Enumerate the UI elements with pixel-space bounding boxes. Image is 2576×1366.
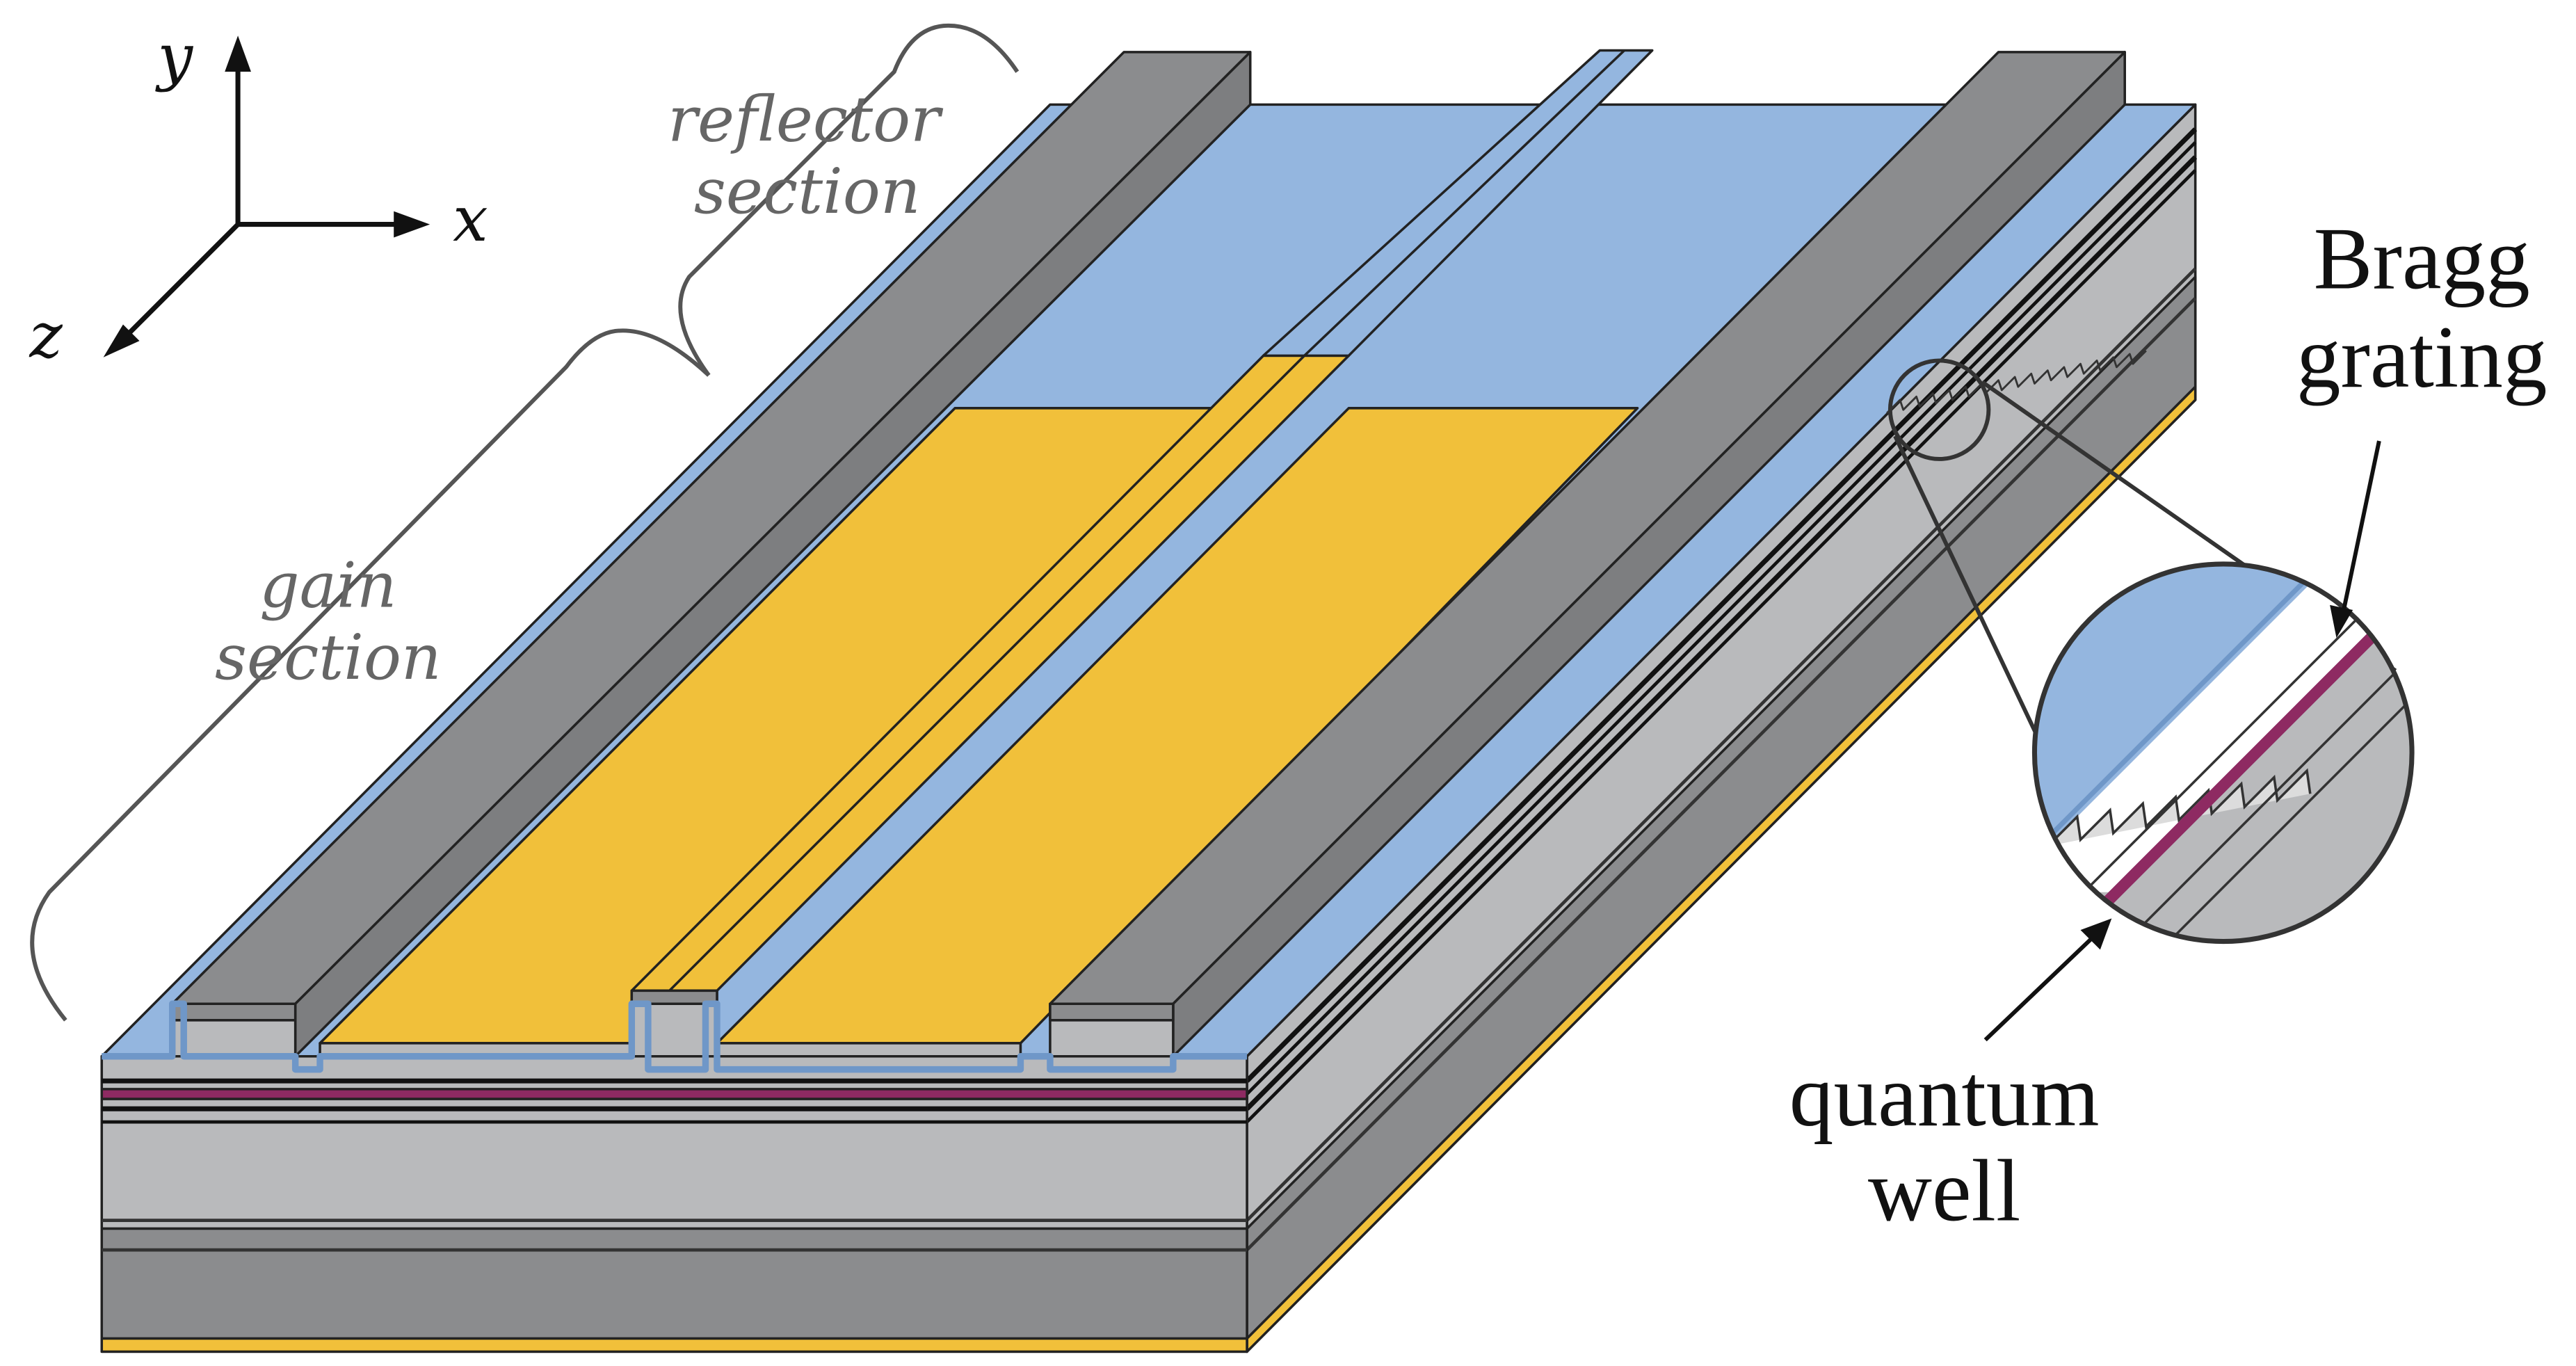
zoom-source-circle [1887,358,1991,461]
laser-chip [100,49,2198,1353]
front-ridge-cap [630,989,718,1005]
front-right-trench-cap [1049,1002,1175,1022]
z-axis-label: z [29,300,63,373]
reflector-label-line2: section [694,156,921,228]
front-left-trench-cap [170,1002,297,1022]
ridge-blue-top [1262,49,1654,357]
gain-brace [30,328,711,1022]
bragg-arrow [2330,440,2381,638]
quantum-well-arrow [1983,918,2112,1042]
gain-label-line2: section [215,622,442,694]
front-dark-layer [100,1227,1248,1340]
reflector-label-line1: reflector [668,83,944,156]
zoom-inset-border [2031,561,2415,945]
x-axis-label: x [453,184,488,256]
y-axis-label: y [154,22,193,94]
reflector-brace [678,23,1020,377]
coordinate-axes [103,35,430,357]
bragg-grating-edge [1886,350,2147,414]
zoom-inset [2034,563,2413,942]
bragg-label-line2: grating [2296,307,2547,406]
quantum-well-label-line1: quantum [1789,1046,2100,1145]
front-gold-strip [100,1337,1248,1353]
quantum-well-label-line2: well [1868,1141,2020,1240]
front-quantum-well [100,1088,1248,1100]
front-top-cladding [100,989,1175,1058]
gain-label-line1: gain [259,549,396,622]
bragg-label-line1: Bragg [2314,209,2530,308]
front-blue-outline [102,1000,1248,1073]
